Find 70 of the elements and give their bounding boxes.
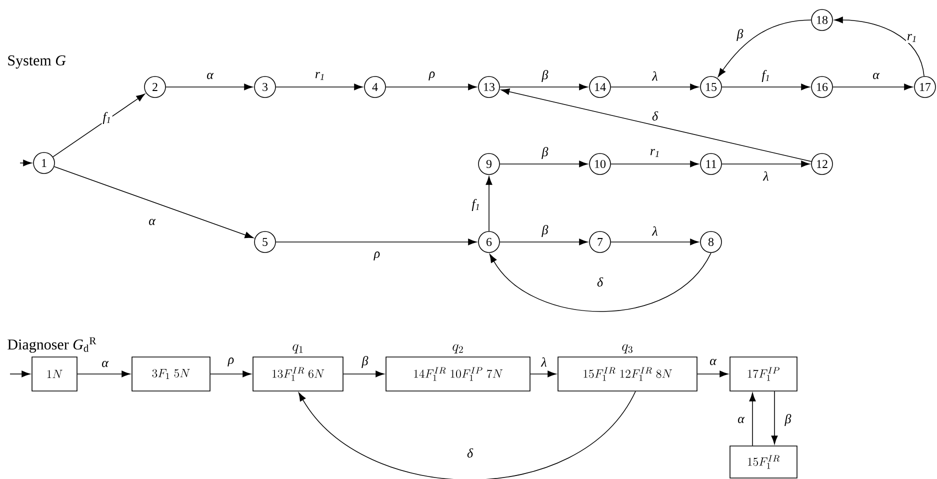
edge-label: r$_{1}$ — [314, 71, 326, 81]
edge-label: β — [360, 355, 370, 369]
arrow — [210, 370, 252, 378]
arrow — [343, 370, 384, 378]
arrow — [500, 88, 812, 162]
arrow — [610, 84, 699, 90]
arrow — [52, 94, 145, 158]
state-label: $q_2$ — [452, 344, 463, 354]
edge-label: f$_{1}$ — [470, 198, 482, 212]
edge-label: β — [736, 28, 744, 42]
edge-label: r$_{1}$ — [648, 148, 662, 158]
edge-label: β — [540, 146, 550, 160]
arrow — [500, 160, 588, 168]
arrow — [386, 84, 477, 90]
arrow — [10, 370, 30, 378]
state-box: $13F_1^{IR}\;6N$ — [252, 356, 344, 392]
state-box: $15F_1^{IR}$ — [730, 446, 798, 478]
arrow — [771, 390, 778, 444]
edge-label: α — [206, 72, 214, 80]
edge-label: λ — [651, 225, 659, 237]
arrow — [500, 84, 588, 90]
arrow — [832, 84, 913, 90]
edge-label: δ — [596, 276, 604, 288]
arrow — [489, 252, 712, 312]
edge-label: r$_{1}$ — [906, 33, 918, 43]
arrow — [530, 370, 556, 378]
arrow — [77, 370, 130, 378]
heading: Diagnoser G$_{d}$R — [8, 337, 96, 353]
edge-label: f$_{1}$ — [102, 111, 112, 125]
arrow — [722, 84, 810, 90]
arrow — [722, 160, 810, 168]
arrow — [834, 16, 924, 77]
edge-label: α — [148, 218, 156, 226]
arrow — [276, 84, 363, 90]
arrow — [610, 160, 699, 168]
state-label: $q_1$ — [292, 344, 303, 354]
edge-label: ρ — [428, 70, 436, 82]
arrow — [718, 20, 812, 78]
edge-label: β — [540, 69, 550, 83]
edge-label: λ — [540, 356, 548, 368]
heading: System G — [8, 55, 66, 69]
state-box: $1N$ — [32, 356, 78, 392]
edge-label: α — [872, 72, 880, 80]
state-box: $3F_1\;5N$ — [132, 356, 210, 392]
edge-label: ρ — [372, 250, 382, 262]
arrow — [54, 166, 254, 238]
edge-label: β — [540, 224, 550, 238]
edge-label: δ — [650, 110, 660, 122]
edge-label: f$_{1}$ — [760, 69, 772, 83]
edge-label: λ — [651, 70, 659, 82]
edge-label: δ — [466, 447, 474, 459]
arrow — [500, 238, 588, 246]
arrow — [20, 160, 32, 166]
edge-label: α — [100, 360, 110, 368]
edge-label: α — [708, 358, 718, 366]
arrow — [610, 238, 699, 246]
arrow — [166, 84, 253, 90]
edge-label: α — [736, 416, 746, 424]
edge-label: β — [784, 413, 792, 427]
arrow — [486, 176, 492, 232]
state-box: $15F_1^{IR}\;12F_1^{IR}\;8N$ — [558, 356, 698, 392]
arrow — [697, 370, 728, 378]
arrow — [749, 392, 756, 446]
state-box: $14F_1^{IR}\;10F_1^{IP}\;7N$ — [386, 356, 530, 392]
arrow — [276, 238, 477, 246]
state-label: $q_3$ — [622, 344, 632, 354]
edge-label: λ — [762, 170, 770, 182]
state-box: $17F_1^{IP}$ — [730, 356, 798, 392]
arrow — [298, 390, 636, 479]
edge-label: ρ — [226, 356, 236, 368]
